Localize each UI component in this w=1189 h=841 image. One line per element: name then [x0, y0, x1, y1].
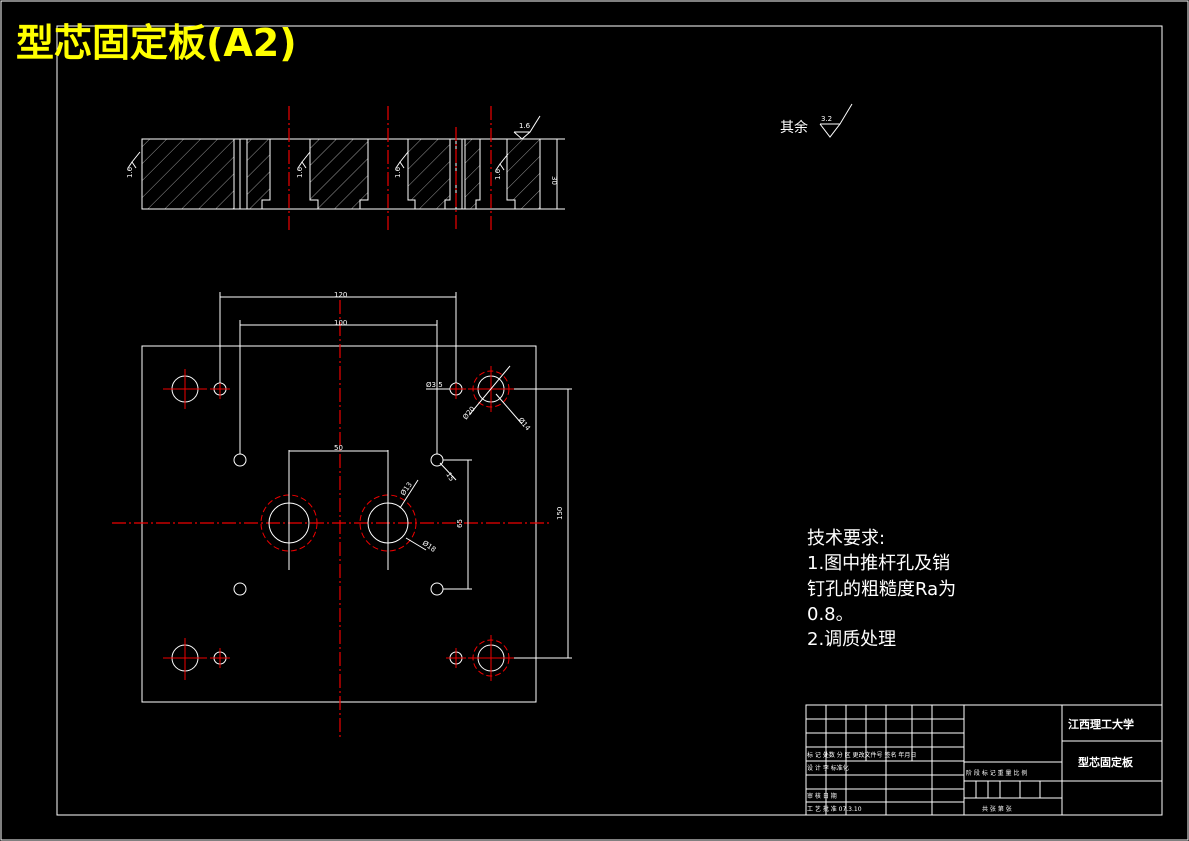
tech-line-2: 钉孔的粗糙度Ra为: [807, 579, 956, 600]
dim-center-spacing: 50: [334, 444, 343, 452]
sheet-labels: 共 张 第 张: [982, 805, 1012, 813]
section-view: 1.6 1.6 1.6 1.6 1.6 30: [126, 106, 565, 230]
hatch-block-6: [506, 138, 541, 210]
label-hole-1: Ø3.5: [426, 381, 443, 389]
inner-frame: [56, 25, 1163, 816]
guide-hole-tl: [163, 369, 207, 409]
ejector-hole-3: [233, 582, 247, 596]
label-hole-3: Ø14: [516, 416, 532, 433]
ejector-hole-4: [430, 582, 444, 596]
tech-line-1: 1.图中推杆孔及销: [807, 553, 950, 574]
school-name: 江西理工大学: [1068, 717, 1134, 731]
roughness-note-label: 其余: [780, 119, 808, 136]
hatch-block-2: [246, 138, 271, 210]
height-dim-label: 30: [550, 176, 558, 185]
row-design: 设 计 李 标准化: [807, 764, 849, 772]
row-revision: 标 记 处数 分 区 更改文件号 签名 年月日: [807, 751, 916, 759]
plate-outline: [141, 345, 537, 703]
label-small-offset: 15: [444, 471, 455, 483]
pin-hole-bl: [210, 648, 230, 668]
stage-labels: 阶 段 标 记 重 量 比 例: [966, 769, 1027, 777]
roughness-top-label: 1.6: [519, 122, 531, 130]
label-core-2: Ø18: [421, 539, 437, 554]
tech-line-4: 2.调质处理: [807, 629, 896, 650]
tech-heading: 技术要求:: [807, 528, 885, 549]
row-process: 工 艺 批 准 07.3.10: [807, 805, 862, 813]
row-review: 审 核 日 期: [807, 792, 837, 800]
guide-hole-bl: [163, 638, 207, 680]
core-hole-left: [260, 450, 318, 570]
dim-outer-width: 120: [334, 291, 347, 299]
roughness-label-4: 1.6: [494, 168, 502, 180]
roughness-note-symbol: [819, 103, 853, 138]
drawing-title: 型芯固定板(A2): [16, 21, 297, 65]
dim-vert-inner: 65: [456, 519, 464, 528]
label-hole-2: Ø20: [461, 405, 476, 421]
core-hole-right: [359, 450, 417, 570]
ejector-hole-1: [233, 453, 247, 467]
roughness-label-1: 1.6: [126, 166, 134, 178]
guide-hole-br: [468, 635, 514, 681]
roughness-note: 其余 3.2: [780, 103, 853, 138]
part-name: 型芯固定板: [1078, 755, 1134, 769]
roughness-label-3: 1.6: [394, 166, 402, 178]
hatch-block-4: [407, 138, 451, 210]
roughness-symbol-top: [513, 115, 541, 140]
tech-requirements: 技术要求: 1.图中推杆孔及销 钉孔的粗糙度Ra为 0.8。 2.调质处理: [807, 528, 956, 650]
hatch-block-1: [141, 138, 235, 210]
tech-line-3: 0.8。: [807, 604, 854, 625]
dim-height-right: 150: [556, 507, 564, 520]
hatch-block-5: [464, 138, 481, 210]
title-block: 江西理工大学 型芯固定板 标 记 处数 分 区 更改文件号 签名 年月日 设 计…: [805, 704, 1163, 816]
pin-hole-br: [446, 648, 466, 668]
hatch-block-3: [309, 138, 369, 210]
plan-view: 120 100 50 150 65 Ø3.5 Ø20 Ø14 15 Ø13 Ø1…: [112, 291, 572, 740]
roughness-note-value: 3.2: [821, 115, 832, 123]
roughness-label-2: 1.6: [296, 166, 304, 178]
dim-inner-width: 100: [334, 319, 347, 327]
